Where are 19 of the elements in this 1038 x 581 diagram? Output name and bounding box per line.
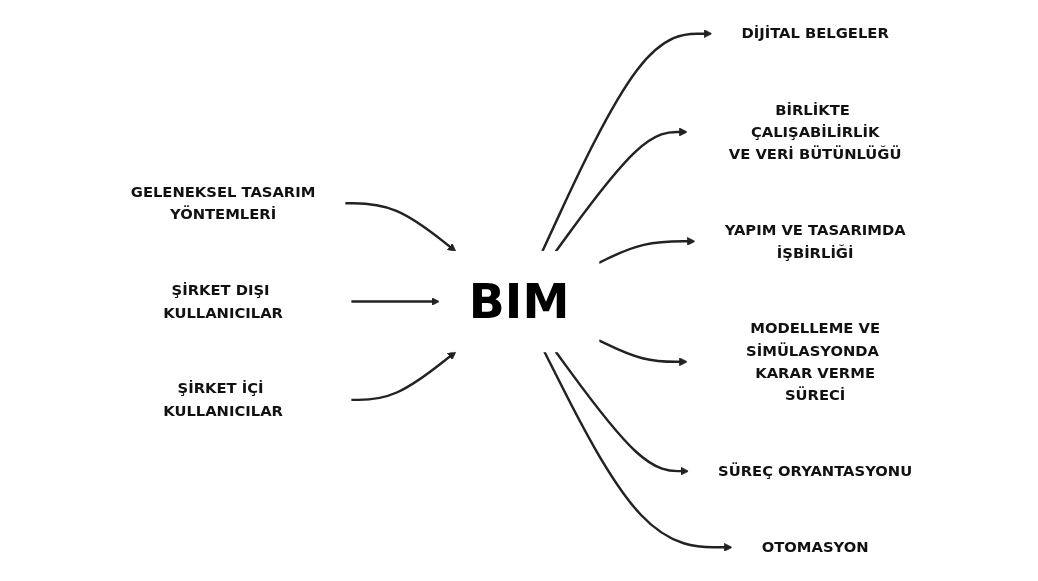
arrow xyxy=(598,339,688,367)
arrow xyxy=(598,237,696,264)
node-text: MODELLEME VE SİMÜLASYONDA KARAR VERME SÜRECİ xyxy=(746,319,880,404)
arrow xyxy=(541,29,713,252)
arrow xyxy=(554,350,689,476)
arrow xyxy=(350,297,440,306)
node-text: DİJİTAL BELGELER xyxy=(741,24,889,43)
node-text: BİRLİKTE ÇALIŞABİLİRLİK VE VERİ BÜTÜNLÜĞÜ xyxy=(728,100,902,163)
node-text: ŞİRKET DIŞI KULLANICILAR xyxy=(163,281,283,322)
node-text: OTOMASYON xyxy=(761,538,869,556)
arrow xyxy=(543,351,733,552)
node-text: GELENEKSEL TASARIM YÖNTEMLERİ xyxy=(130,183,316,223)
arrow xyxy=(344,202,457,252)
node-text: BIM xyxy=(468,274,570,330)
node-text: SÜREÇ ORYANTASYONU xyxy=(718,462,913,480)
node-text: ŞİRKET İÇİ KULLANICILAR xyxy=(163,379,283,420)
node-text: YAPIM VE TASARIMDA İŞBİRLİĞİ xyxy=(724,221,906,262)
arrow xyxy=(554,127,688,253)
arrow xyxy=(350,351,457,402)
